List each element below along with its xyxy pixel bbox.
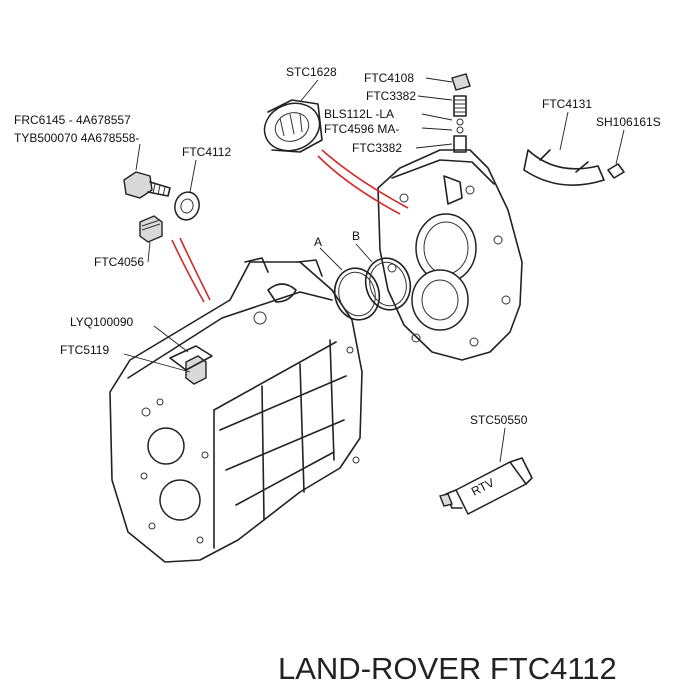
bearing-stc1628 <box>263 99 323 153</box>
plug-ftc4056 <box>139 215 163 243</box>
label-frc6145: FRC6145 - 4A678557 <box>14 113 131 127</box>
label-ftc5119: FTC5119 <box>60 343 109 357</box>
label-ftc4056: FTC4056 <box>94 255 144 269</box>
label-bls112l: BLS112L -LA <box>324 107 394 121</box>
drain-plug-frc6145 <box>123 171 171 199</box>
label-ftc4108: FTC4108 <box>364 71 414 85</box>
label-tyb500070: TYB500070 4A678558- <box>14 131 139 145</box>
extension-housing <box>377 149 523 361</box>
highlight-leaders <box>171 149 409 303</box>
leader-lines <box>123 77 625 463</box>
washer-ftc4112 <box>174 191 200 221</box>
label-stc50550: STC50550 <box>470 413 528 427</box>
detent-plug-stack <box>451 73 471 153</box>
gearbox-casing <box>109 257 363 563</box>
o-ring-b <box>364 257 412 311</box>
label-ftc4112: FTC4112 <box>182 145 231 159</box>
rtv-sealant-tube: RTV <box>439 457 533 516</box>
label-sh106161s: SH106161S <box>596 115 661 129</box>
label-ftc3382-mid: FTC3382 <box>352 141 402 155</box>
o-ring-a <box>333 267 381 321</box>
label-stc1628: STC1628 <box>286 65 337 79</box>
footer-part-title: LAND-ROVER FTC4112 <box>278 651 617 686</box>
label-b: B <box>352 229 360 243</box>
label-ftc3382-top: FTC3382 <box>366 89 416 103</box>
label-lyq100090: LYQ100090 <box>70 315 133 329</box>
label-ftc4596: FTC4596 MA- <box>324 122 399 136</box>
label-ftc4131: FTC4131 <box>542 97 592 111</box>
label-a: A <box>314 235 322 249</box>
part-labels: STC1628 FTC4108 FTC3382 BLS112L -LA FTC4… <box>14 65 661 427</box>
bracket-ftc4131 <box>523 149 625 186</box>
